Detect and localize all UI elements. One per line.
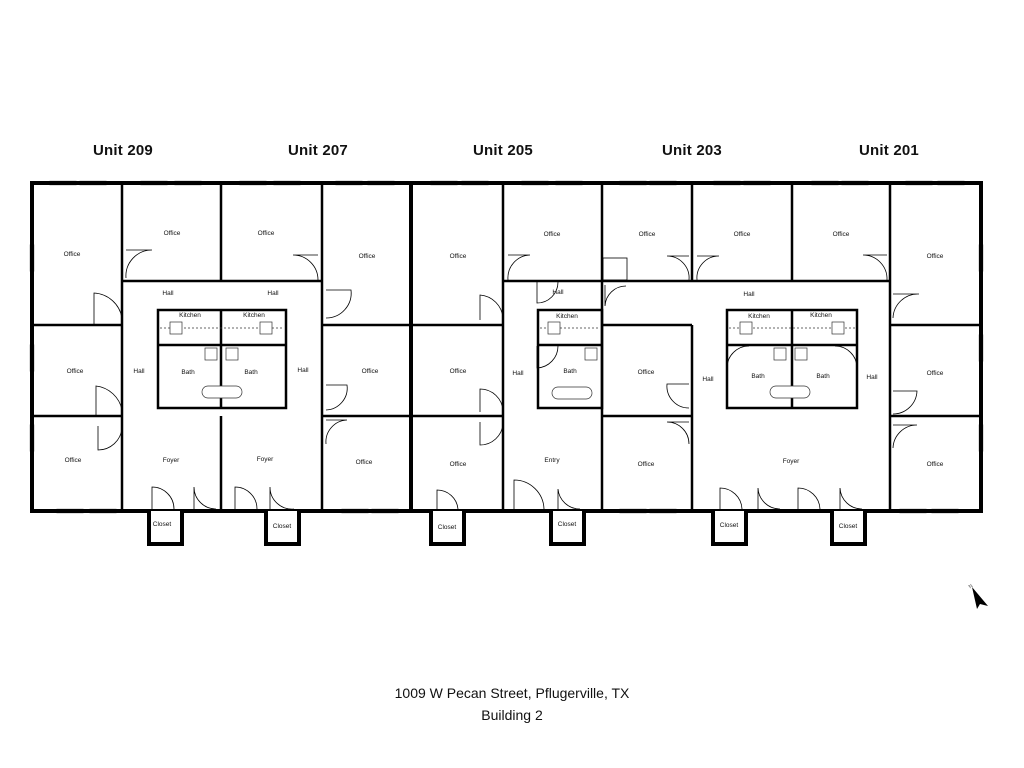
room-label-closet: Closet: [558, 521, 577, 528]
closets: [147, 511, 867, 546]
room-label-office: Office: [734, 231, 751, 238]
doors: [93, 249, 920, 511]
room-label-hall: Hall: [552, 289, 564, 296]
room-label-office: Office: [450, 461, 467, 468]
unit-title-207: Unit 207: [288, 142, 348, 159]
room-label-office: Office: [927, 370, 944, 377]
room-label-closet: Closet: [273, 523, 292, 530]
room-label-office: Office: [639, 231, 656, 238]
room-label-hall: Hall: [297, 367, 309, 374]
room-label-office: Office: [64, 251, 81, 258]
room-label-hall: Hall: [702, 376, 714, 383]
room-label-office: Office: [359, 253, 376, 260]
room-label-office: Office: [638, 461, 655, 468]
room-label-foyer: Foyer: [257, 456, 274, 463]
unit-title-209: Unit 209: [93, 142, 153, 159]
building-label: Building 2: [481, 707, 543, 723]
room-label-office: Office: [258, 230, 275, 237]
room-label-bath: Bath: [816, 373, 830, 380]
room-label-closet: Closet: [720, 522, 739, 529]
room-label-hall: Hall: [866, 374, 878, 381]
room-label-bath: Bath: [181, 369, 195, 376]
room-label-office: Office: [927, 253, 944, 260]
room-label-hall: Hall: [512, 370, 524, 377]
room-label-kitchen: Kitchen: [810, 312, 832, 319]
room-label-closet: Closet: [153, 521, 172, 528]
room-label-foyer: Foyer: [783, 458, 800, 465]
room-labels: Office Office Office Office Office Offic…: [64, 230, 944, 531]
room-label-office: Office: [927, 461, 944, 468]
room-label-kitchen: Kitchen: [556, 313, 578, 320]
room-label-office: Office: [65, 457, 82, 464]
room-label-kitchen: Kitchen: [748, 313, 770, 320]
room-label-office: Office: [67, 368, 84, 375]
room-label-entry: Entry: [544, 457, 560, 464]
room-label-office: Office: [544, 231, 561, 238]
address-line: 1009 W Pecan Street, Pflugerville, TX: [394, 685, 630, 701]
room-label-hall: Hall: [267, 290, 279, 297]
room-label-bath: Bath: [563, 368, 577, 375]
room-label-hall: Hall: [743, 291, 755, 298]
room-label-office: Office: [833, 231, 850, 238]
unit-title-203: Unit 203: [662, 142, 722, 159]
interior-walls: [32, 183, 981, 511]
room-label-closet: Closet: [438, 524, 457, 531]
room-label-kitchen: Kitchen: [243, 312, 265, 319]
room-label-kitchen: Kitchen: [179, 312, 201, 319]
room-label-closet: Closet: [839, 523, 858, 530]
room-label-office: Office: [638, 369, 655, 376]
north-arrow-icon: N: [968, 583, 988, 609]
north-label: N: [968, 583, 975, 590]
room-label-foyer: Foyer: [163, 457, 180, 464]
address-block: 1009 W Pecan Street, Pflugerville, TX Bu…: [0, 682, 1024, 726]
room-label-office: Office: [362, 368, 379, 375]
room-label-bath: Bath: [244, 369, 258, 376]
room-label-hall: Hall: [162, 290, 174, 297]
room-label-bath: Bath: [751, 373, 765, 380]
room-label-hall: Hall: [133, 368, 145, 375]
fixtures: [160, 321, 855, 400]
unit-title-201: Unit 201: [859, 142, 919, 159]
exterior-walls: [30, 181, 983, 513]
room-label-office: Office: [450, 253, 467, 260]
unit-title-205: Unit 205: [473, 142, 533, 159]
room-label-office: Office: [450, 368, 467, 375]
room-label-office: Office: [164, 230, 181, 237]
room-label-office: Office: [356, 459, 373, 466]
